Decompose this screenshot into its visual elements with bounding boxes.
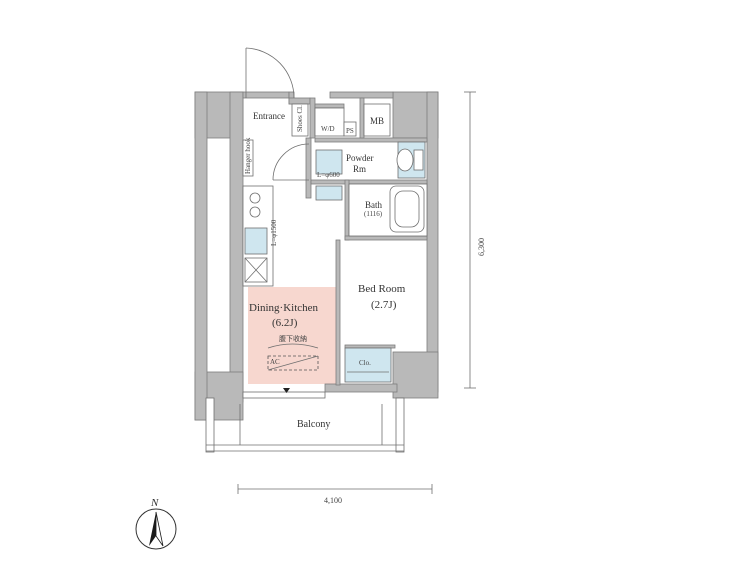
label-bedroom-2: (2.7J) [371,299,397,311]
stove-burner-1 [249,192,261,204]
dresser-sink [315,185,343,201]
label-ac-box: AC [270,358,280,366]
label-ac-note: 腹下收納 [279,334,307,343]
partition-left-vertical [305,137,312,199]
ac-unit-box [267,355,319,371]
compass-arrow-light [155,511,164,547]
dimension-width: 4,100 [324,496,342,505]
partition-closet-top [344,344,396,349]
label-bath-1: Bath [365,200,382,210]
stove-burner-2 [249,206,261,218]
hanger-hook-strip [242,139,254,177]
label-balcony: Balcony [297,419,330,430]
label-kitchen-dim: L=φ1500 [270,219,278,246]
fridge-x-2 [244,257,268,283]
partition-wd-top [314,103,345,109]
entry-door-arc [245,47,295,99]
wall-left [229,91,244,403]
shoes-closet [291,103,309,137]
wall-left-column [194,91,208,421]
powder-door-arc [272,143,310,181]
closet-box [344,347,392,383]
label-wd: W/D [321,125,335,133]
balcony-rail-left [205,397,215,453]
label-hanger-hook: Hanger hook [244,137,252,174]
label-lpiece: L=φ600 [317,171,340,179]
label-bath-2: (1116) [364,210,383,218]
wall-bottom-right [324,383,398,393]
wall-right [426,91,439,393]
balcony-window-marker [283,388,290,393]
wall-right-lower [392,351,439,399]
dimension-height: 6,300 [477,238,486,256]
toilet-tank [413,149,424,171]
compass-north-label: N [150,497,159,509]
ps-box [343,121,357,137]
toilet-bowl [396,148,414,172]
label-closet: Clo. [359,359,371,367]
ac-airflow-arrow [267,343,319,349]
partition-powder-top [314,137,428,143]
label-dining-kitchen-1: Dining·Kitchen [249,302,319,314]
label-powder-1: Powder [346,153,374,163]
compass-arrow-dark [149,512,156,546]
partition-bath-top [310,179,428,185]
partition-entrance-right [309,97,316,139]
ac-unit-diagonal [267,355,319,371]
dining-kitchen-highlight [248,287,336,384]
wall-top-notch [288,97,311,105]
label-mb: MB [370,116,384,126]
label-shoes-closet: Shoes Cl. [296,105,304,132]
wall-top-left [242,91,290,99]
powder-wash-basin [315,149,343,175]
balcony-rail-right [395,397,405,453]
sill-bottom-left [242,391,326,399]
partition-bedroom-top [344,235,428,241]
bathtub-inner [394,190,420,228]
partition-mb-left [359,97,365,139]
label-entrance: Entrance [253,111,285,121]
partition-bath-left [344,179,350,241]
kitchen-sink [244,227,268,255]
label-ps: PS [346,127,354,135]
compass-ring [135,508,177,550]
wall-top-right [329,91,394,99]
partition-bedroom-left [335,239,341,386]
label-powder-2: Rm [353,164,366,174]
washer-dryer [314,107,345,137]
label-bedroom-1: Bed Room [358,283,406,295]
label-dining-kitchen-2: (6.2J) [272,317,298,329]
mb-box [363,103,391,137]
